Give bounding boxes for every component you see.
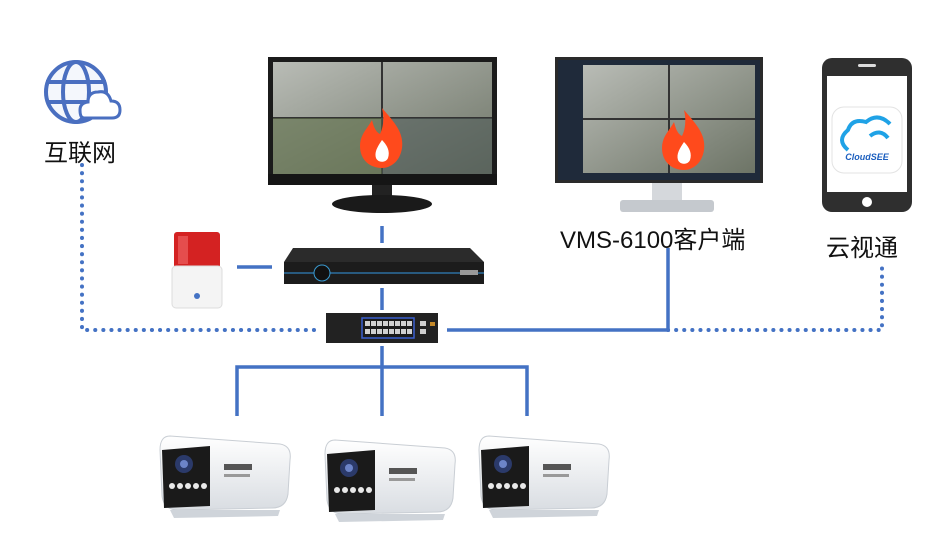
internet-link-dotted [80,163,324,332]
vms-client-label: VMS-6100客户端 [560,227,746,254]
cloudsee-logo-icon [840,115,892,152]
svg-text:CloudSEE: CloudSEE [845,152,889,162]
globe-cloud-icon [44,60,122,124]
switch-client-link [447,248,670,332]
bullet-camera-1 [159,435,291,519]
internet-label: 互联网 [44,140,116,167]
mobile-phone: CloudSEE [822,58,912,212]
cloud-app-label: 云视通 [826,235,898,262]
mobile-link-dotted [666,263,884,332]
vms-client-monitor [555,57,763,212]
bullet-camera-2 [324,439,456,523]
nvr-recorder [284,248,484,284]
camera-bus [235,365,529,416]
alarm-siren [171,232,223,309]
monitor-display [268,57,497,213]
poe-switch [326,313,438,343]
connection-lines [80,163,884,416]
bullet-camera-3 [478,435,610,519]
